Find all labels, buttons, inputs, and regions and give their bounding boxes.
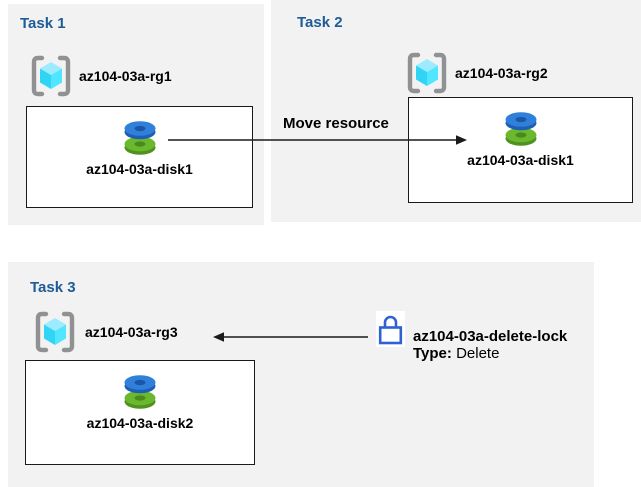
resource-group-icon — [33, 310, 77, 354]
resource-group-icon — [29, 54, 73, 98]
move-resource-label: Move resource — [283, 115, 389, 132]
disk-name: az104-03a-disk1 — [86, 161, 193, 177]
resource-group-name: az104-03a-rg2 — [455, 65, 548, 81]
disk-icon — [123, 119, 157, 155]
task2-title: Task 2 — [297, 14, 343, 31]
resource-group-name: az104-03a-rg1 — [79, 68, 172, 84]
resource-box: az104-03a-disk1 — [408, 97, 633, 203]
task1-title: Task 1 — [20, 15, 66, 32]
disk-icon — [504, 110, 538, 146]
resource-box: az104-03a-disk1 — [26, 106, 253, 208]
task2-panel: Task 2 az104-03a-rg2 az104-03a-disk1 — [271, 0, 641, 222]
task3-title: Task 3 — [30, 279, 76, 296]
resource-box: az104-03a-disk2 — [25, 360, 255, 465]
resource-group-icon — [405, 51, 449, 95]
lock-icon — [376, 311, 405, 347]
lock-type-label: Type: — [413, 345, 452, 362]
resource-group-name: az104-03a-rg3 — [85, 324, 178, 340]
task3-panel: Task 3 az104-03a-rg3 az104-03a-disk2 az1… — [8, 262, 594, 487]
disk-name: az104-03a-disk2 — [86, 415, 194, 431]
lock-type-value: Delete — [456, 345, 500, 362]
disk-name: az104-03a-disk1 — [467, 152, 574, 168]
lock-name: az104-03a-delete-lock — [413, 328, 568, 345]
disk-icon — [123, 373, 157, 409]
task1-panel: Task 1 az104-03a-rg1 az104-03a-disk1 — [8, 4, 264, 225]
lock-annotation: az104-03a-delete-lock Type: Delete — [413, 328, 567, 362]
